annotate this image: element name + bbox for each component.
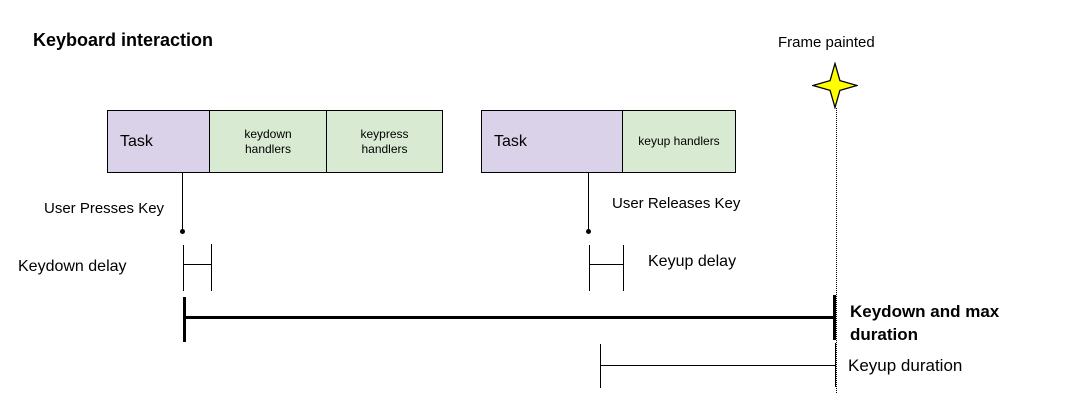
keydown-delay-right-tick	[211, 244, 212, 291]
star-icon	[812, 62, 858, 109]
task-box-keyup-label: Task	[494, 132, 527, 150]
keydown-duration-bar	[184, 316, 836, 319]
keydown-handlers-box: keydown handlers	[209, 110, 327, 173]
frame-painted-time-line	[836, 108, 837, 393]
keyup-handlers-label: keyup handlers	[638, 134, 720, 148]
keyup-handlers-box: keyup handlers	[622, 110, 736, 173]
release-arrow-line	[588, 173, 589, 230]
keydown-delay-label: Keydown delay	[18, 258, 127, 275]
task-box-keydown: Task	[107, 110, 210, 173]
press-arrow-line	[182, 173, 183, 230]
user-presses-key-label: User Presses Key	[44, 200, 165, 217]
keyup-delay-left-tick	[589, 245, 590, 291]
keydown-duration-label: Keydown and max duration	[850, 302, 1000, 344]
keyup-delay-bar	[589, 264, 624, 265]
user-releases-key-label: User Releases Key	[612, 195, 741, 212]
release-arrow-dot	[586, 229, 591, 234]
keydown-delay-bar	[183, 264, 212, 265]
keyup-duration-left-tick	[600, 344, 601, 388]
keyup-duration-bar	[600, 365, 836, 366]
keypress-handlers-label: keypress handlers	[360, 126, 409, 156]
diagram-title: Keyboard interaction	[33, 30, 214, 50]
keypress-handlers-box: keypress handlers	[326, 110, 443, 173]
keydown-duration-left-tick	[183, 297, 186, 342]
task-box-keydown-label: Task	[120, 132, 153, 150]
keydown-handlers-label: keydown handlers	[244, 126, 292, 156]
keyup-duration-label: Keyup duration	[848, 356, 963, 375]
keyup-delay-label: Keyup delay	[648, 253, 737, 270]
frame-painted-label: Frame painted	[778, 34, 875, 51]
keyup-delay-right-tick	[623, 245, 624, 291]
keydown-delay-left-tick	[183, 245, 184, 291]
press-arrow-dot	[180, 229, 185, 234]
task-box-keyup: Task	[481, 110, 623, 173]
